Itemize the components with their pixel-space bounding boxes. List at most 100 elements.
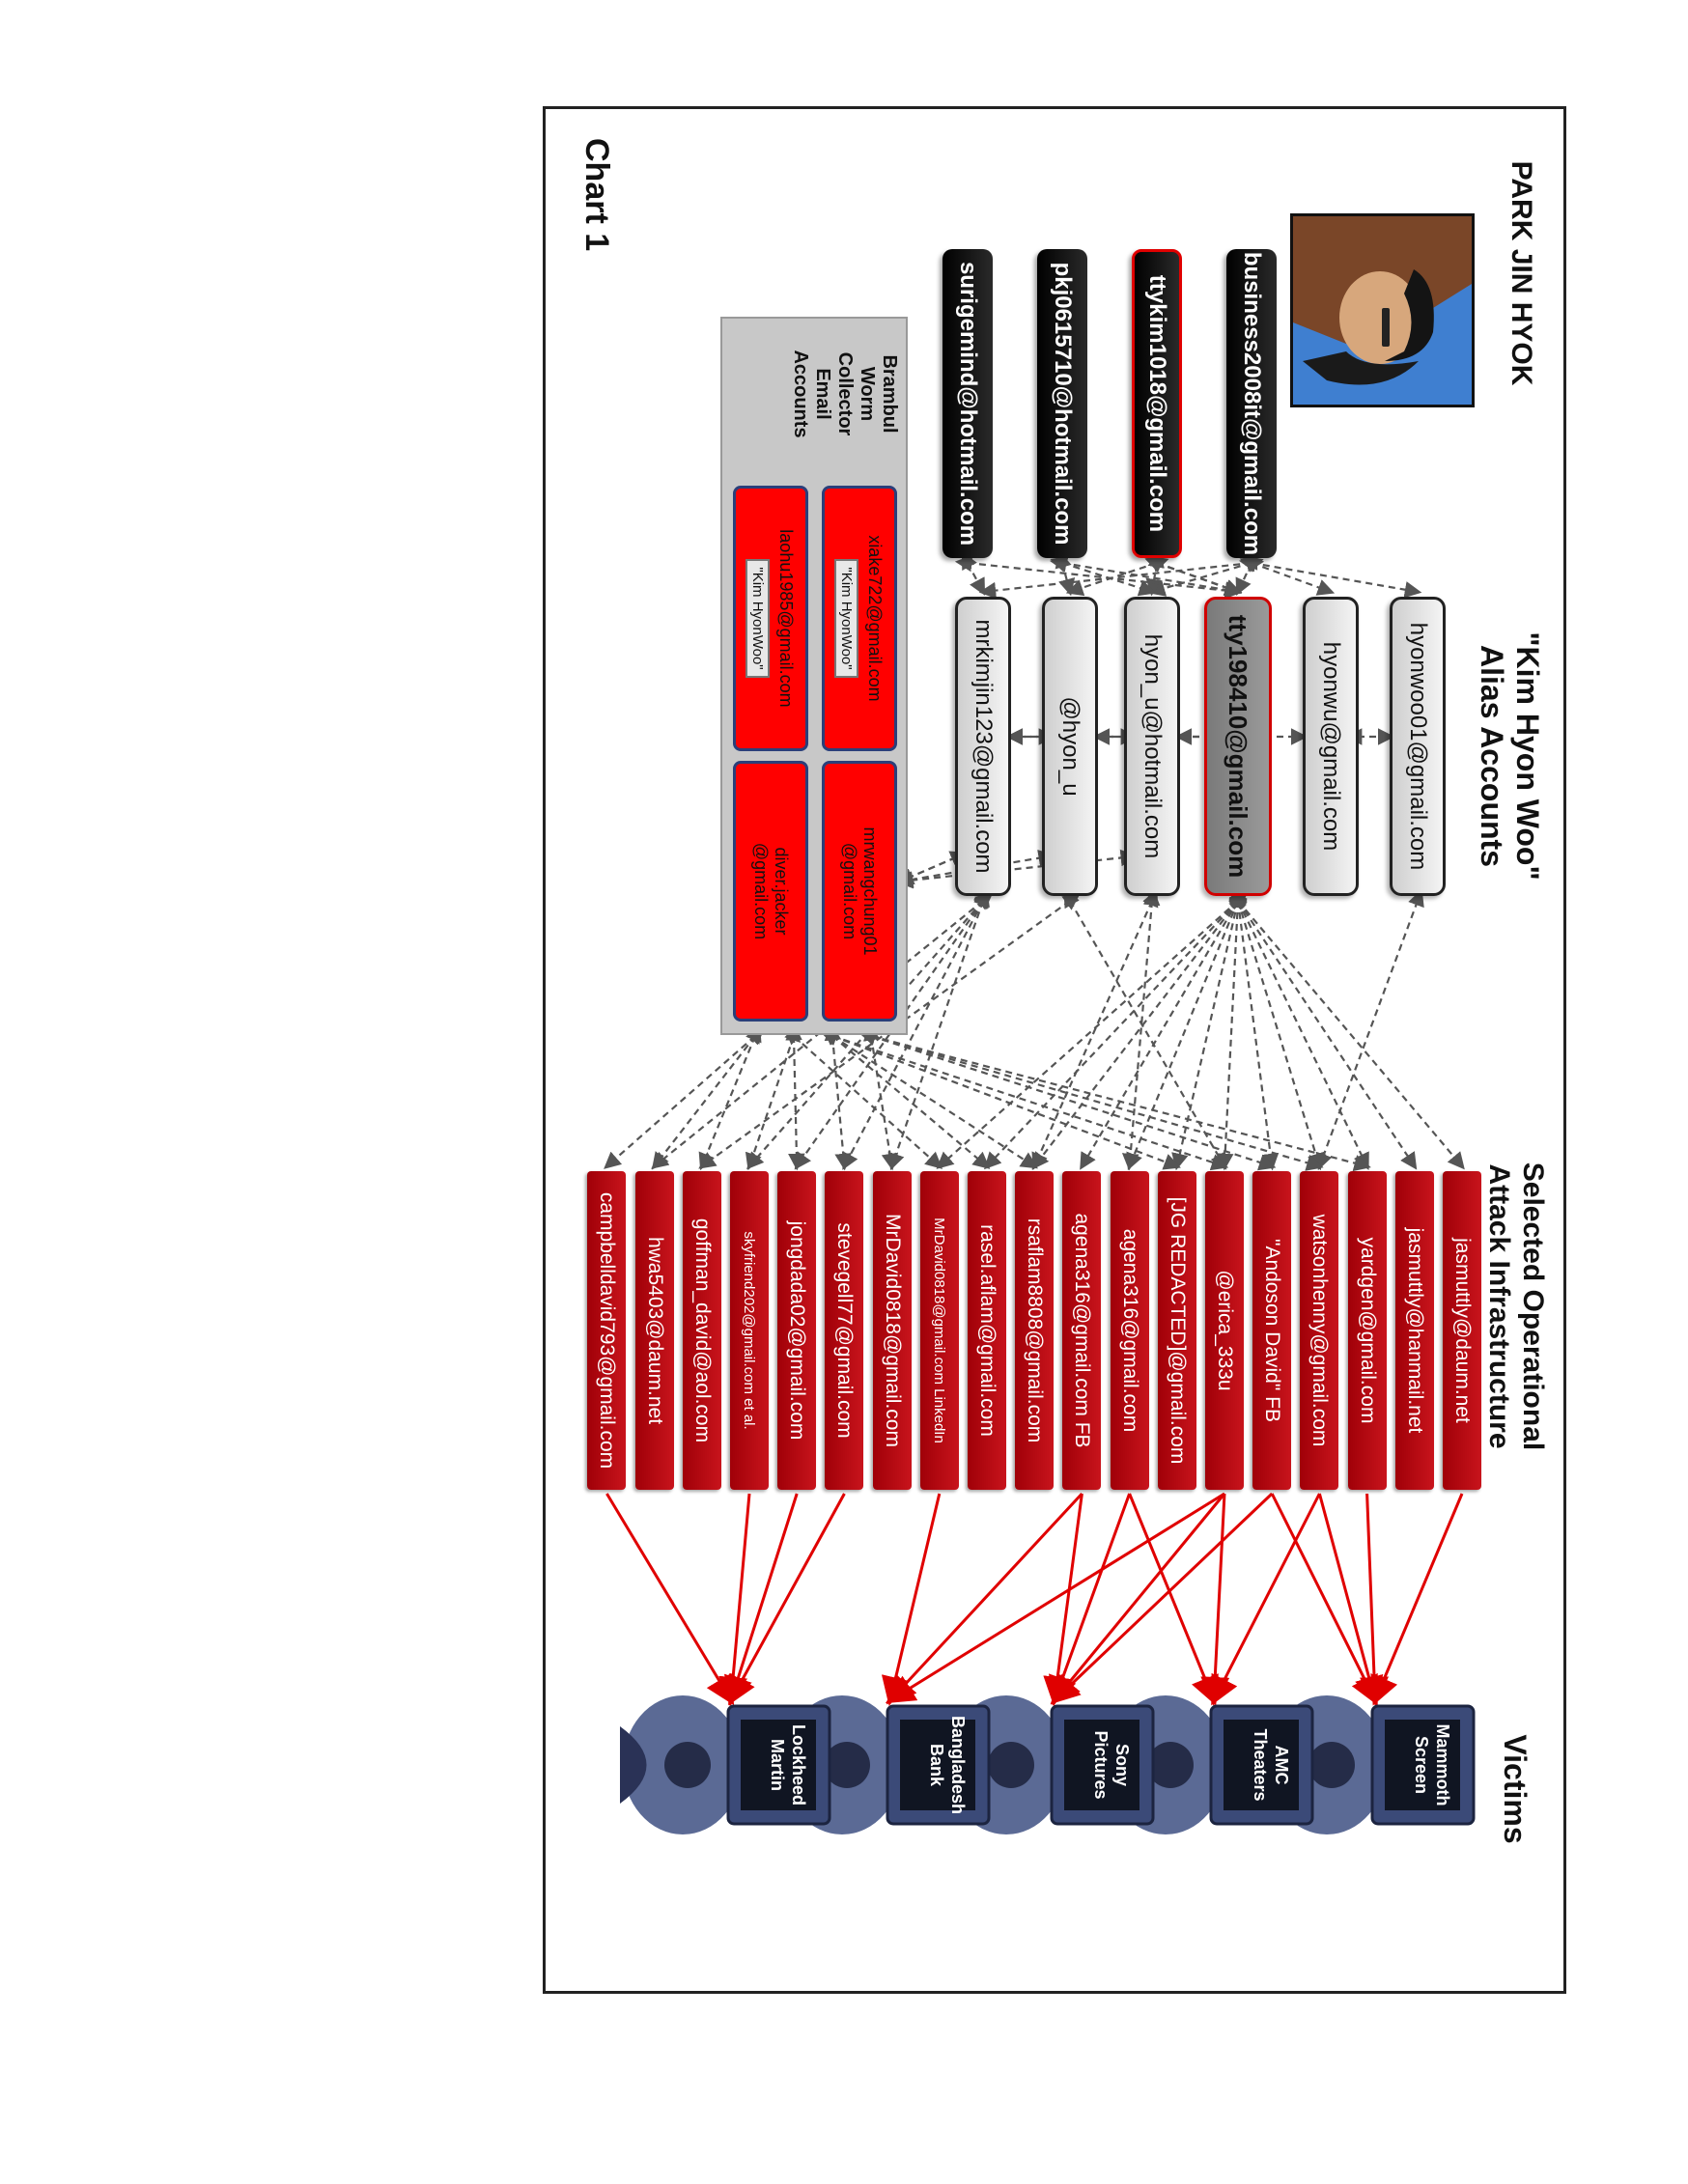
- victim-workstation: Lockheed Martin: [615, 1693, 837, 1837]
- victim-arrow: [1370, 1493, 1464, 1706]
- subject-photo: [1290, 213, 1475, 407]
- link-line: [698, 893, 1081, 1169]
- victim-label: Bangladesh Bank: [927, 1715, 968, 1815]
- link-line: [858, 1028, 1371, 1172]
- link-line: [745, 1023, 801, 1171]
- victim-arrow: [1200, 1493, 1230, 1706]
- link-line: [1031, 888, 1159, 1171]
- link-line: [1232, 889, 1369, 1170]
- collector-alias-badge: "Kim HyonWoo": [834, 559, 858, 678]
- victims-heading: Victims: [1498, 1734, 1533, 1844]
- subject-heading: PARK JIN HYOK: [1505, 160, 1537, 386]
- link-line: [936, 892, 1248, 1169]
- computer-user-icon: [779, 1695, 991, 1834]
- alias-account-hyonwu: hyonwu@gmail.com: [1303, 597, 1359, 896]
- collector-mrwangchung01: mrwangchung01 @gmail.com: [822, 761, 897, 1022]
- collector-email: xiake722@gmail.com: [865, 535, 885, 702]
- alias-account-hyon-u-handle: @hyon_u: [1042, 597, 1098, 896]
- portrait-image: [1293, 216, 1472, 405]
- collector-xiake722: xiake722@gmail.com "Kim HyonWoo": [822, 486, 897, 751]
- link-line: [1238, 555, 1422, 599]
- infrastructure-account: yardgen@gmail.com: [1347, 1171, 1387, 1490]
- victim-label: AMC Theaters: [1251, 1728, 1291, 1802]
- alias-heading: "Kim Hyon Woo" Alias Accounts: [1475, 631, 1545, 881]
- alias-account-mrkimjin123: mrkimjin123@gmail.com: [955, 597, 1011, 896]
- alias-account-tty198410: tty198410@gmail.com: [1204, 597, 1272, 896]
- victim-arrow: [728, 1493, 846, 1706]
- collector-alias-badge: "Kim HyonWoo": [746, 559, 770, 678]
- victim-arrow: [718, 1493, 751, 1706]
- link-line: [1055, 550, 1076, 597]
- link-line: [1239, 556, 1336, 596]
- infrastructure-account: campbelldavid793@gmail.com: [587, 1171, 627, 1490]
- link-line: [1049, 555, 1243, 599]
- link-line: [1216, 887, 1247, 1171]
- collector-diver-jacker: diver.jacker @gmail.com: [733, 761, 808, 1022]
- link-line: [1080, 889, 1245, 1170]
- connection-lines: [604, 549, 1465, 1706]
- infrastructure-account: rasel.aflam@gmail.com: [968, 1171, 1006, 1490]
- victim-arrow: [885, 1492, 1225, 1704]
- alias-account-hyonwoo01: hyonwoo01@gmail.com: [1390, 597, 1446, 896]
- victim-label: Mammoth Screen: [1412, 1723, 1452, 1806]
- alias-account-hyon-u-hotmail: hyon_u@hotmail.com: [1124, 597, 1180, 896]
- link-line: [785, 1022, 805, 1171]
- victim-arrow: [1270, 1493, 1378, 1706]
- park-account-surigemind: surigemind@hotmail.com: [942, 249, 993, 558]
- infrastructure-account: MrDavid0818@gmail.com: [872, 1171, 912, 1490]
- collector-email: diver.jacker @gmail.com: [751, 842, 791, 940]
- link-line: [822, 1027, 991, 1169]
- victim-arrow: [1360, 1493, 1390, 1706]
- infrastructure-heading: Selected Operational Attack Infrastructu…: [1483, 1162, 1550, 1451]
- victim-label: Sony Pictures: [1091, 1730, 1132, 1800]
- computer-user-icon: [620, 1695, 831, 1834]
- park-account-ttykim1018: ttykim1018@gmail.com: [1132, 249, 1182, 558]
- victim-arrow: [1049, 1493, 1132, 1706]
- link-line: [961, 551, 986, 596]
- infrastructure-account: rsaflam8808@gmail.com: [1015, 1171, 1055, 1490]
- victim-arrow: [1051, 1493, 1226, 1705]
- infrastructure-account: skyfriend202@gmail.com et al.: [730, 1171, 769, 1490]
- link-line: [1229, 890, 1465, 1170]
- collector-email: mrwangchung01 @gmail.com: [840, 826, 880, 956]
- chart-title: Chart 1: [578, 138, 615, 252]
- infrastructure-account: stevegell77@gmail.com: [825, 1171, 864, 1490]
- link-line: [954, 554, 1243, 600]
- link-line: [858, 1028, 1324, 1171]
- infrastructure-account: jongdada02@gmail.com: [777, 1171, 817, 1490]
- victim-arrow: [1050, 1492, 1274, 1705]
- infrastructure-account: jasmuttly@daum.net: [1443, 1171, 1481, 1490]
- link-line: [1230, 890, 1418, 1170]
- collector-email: laohu1985@gmail.com: [776, 529, 796, 708]
- victim-arrow: [881, 1493, 942, 1706]
- victim-label: Lockheed Martin: [768, 1723, 808, 1806]
- link-line: [820, 1029, 1229, 1171]
- link-line: [1031, 890, 1247, 1170]
- infrastructure-account: agena316@gmail.com FB: [1062, 1171, 1102, 1490]
- link-line: [1229, 887, 1280, 1171]
- infrastructure-account: "Andoson David" FB: [1252, 1171, 1292, 1490]
- park-account-business2008it: business2008it@gmail.com: [1226, 249, 1277, 558]
- infrastructure-account: hwa5403@daum.net: [634, 1171, 674, 1490]
- infrastructure-account: [JG REDACTED]@gmail.com: [1157, 1171, 1196, 1490]
- link-line: [1230, 888, 1324, 1171]
- link-line: [604, 1027, 765, 1169]
- chart-frame: PARK JIN HYOK "Kim Hyon Woo" Alias Accou…: [543, 106, 1566, 1994]
- infrastructure-account: jasmuttly@hanmail.net: [1394, 1171, 1434, 1490]
- collector-title: Brambul Worm Collector Email Accounts: [790, 350, 900, 438]
- infrastructure-account: MrDavid0818@gmail.com LinkedIn: [919, 1171, 959, 1490]
- diagram-canvas: PARK JIN HYOK "Kim Hyon Woo" Alias Accou…: [543, 109, 1566, 1997]
- link-line: [978, 554, 1265, 600]
- infrastructure-account: agena316@gmail.com: [1110, 1171, 1149, 1490]
- infrastructure-account: @erica_333u: [1205, 1171, 1244, 1490]
- victim-arrow: [723, 1493, 799, 1706]
- link-line: [1315, 888, 1424, 1171]
- victim-arrow: [1043, 1493, 1083, 1706]
- victim-arrow: [1211, 1493, 1321, 1706]
- victim-arrow: [1317, 1493, 1384, 1706]
- infrastructure-account: goffman_david@aol.com: [682, 1171, 721, 1490]
- collector-laohu1985: laohu1985@gmail.com "Kim HyonWoo": [733, 486, 808, 751]
- park-account-pkj0615710: pkj0615710@hotmail.com: [1037, 249, 1087, 558]
- victim-arrow: [886, 1492, 1083, 1705]
- link-line: [651, 1025, 764, 1170]
